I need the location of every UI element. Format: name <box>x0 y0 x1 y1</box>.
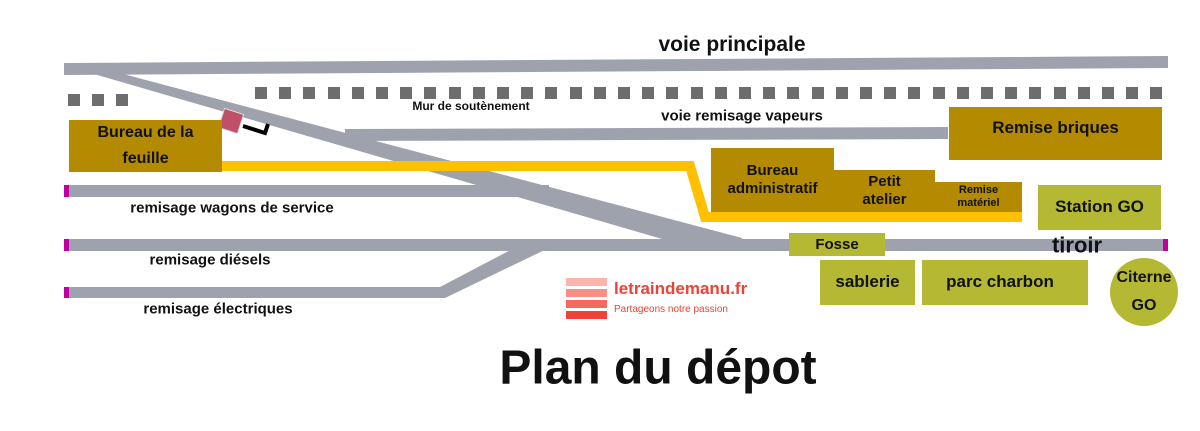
track-diesel <box>64 239 1168 251</box>
wall-segment <box>570 87 582 99</box>
label-diesel-track: remisage diésels <box>149 251 271 269</box>
fosse: Fosse <box>789 233 885 256</box>
wall-segment <box>352 87 364 99</box>
label-steam-track: voie remisage vapeurs <box>661 107 823 125</box>
wall-segment <box>860 87 872 99</box>
citerne-go-tank <box>1110 258 1178 326</box>
wall-segment <box>497 87 509 99</box>
wall-segment <box>424 87 436 99</box>
wall-segment <box>1102 87 1114 99</box>
track-wagons <box>64 185 549 197</box>
wall-segment <box>933 87 945 99</box>
wall-segment <box>666 87 678 99</box>
wall-segment <box>715 87 727 99</box>
wall-segment <box>279 87 291 99</box>
wall-segment <box>1029 87 1041 99</box>
track-main <box>64 56 1168 75</box>
logo-bar <box>566 300 607 308</box>
track-electric <box>64 245 555 298</box>
track-end-marker <box>1163 239 1168 251</box>
signal-box-icon <box>217 107 245 135</box>
wall-segment <box>400 87 412 99</box>
wall-segment <box>545 87 557 99</box>
remise-materiel: Remise matériel <box>935 182 1022 212</box>
yellow-path <box>222 161 1022 222</box>
label-electric-track: remisage électriques <box>143 300 293 318</box>
remise-briques: Remise briques <box>949 107 1162 160</box>
wall-segment <box>691 87 703 99</box>
logo-bar <box>566 278 607 286</box>
wall-segment <box>328 87 340 99</box>
track-end-marker <box>64 239 69 251</box>
wall-segment <box>303 87 315 99</box>
wall-segment <box>1126 87 1138 99</box>
track-steam <box>345 127 948 141</box>
wall-segment <box>449 87 461 99</box>
wall-segment <box>763 87 775 99</box>
wall-segment <box>68 94 80 106</box>
wall-segment <box>618 87 630 99</box>
wall-segment <box>739 87 751 99</box>
wall-segment <box>1054 87 1066 99</box>
wall-segment <box>884 87 896 99</box>
label-wagons-track: remisage wagons de service <box>130 199 334 217</box>
logo-tagline: Partageons notre passion <box>614 304 728 315</box>
wall-segment <box>836 87 848 99</box>
wall-segment <box>787 87 799 99</box>
logo-bar <box>566 311 607 319</box>
wall-segment <box>812 87 824 99</box>
station-go: Station GO <box>1038 185 1161 230</box>
logo-bar <box>566 289 607 297</box>
signal-lever-icon <box>242 123 270 136</box>
wall-segment <box>908 87 920 99</box>
wall-segment <box>473 87 485 99</box>
track-diagonal <box>80 70 742 250</box>
label-main-track: voie principale <box>658 32 806 56</box>
wall-segment <box>594 87 606 99</box>
bureau-administratif: Bureau administratif <box>711 148 834 212</box>
petit-atelier: Petit atelier <box>834 170 935 212</box>
bureau-de-la-feuille: Bureau de la feuille <box>69 120 222 172</box>
wall-segment <box>255 87 267 99</box>
wall-segment <box>1005 87 1017 99</box>
wall-segment <box>1150 87 1162 99</box>
page-title: Plan du dépot <box>499 341 817 395</box>
wall-segment <box>116 94 128 106</box>
citerne-go-label: Citerne GO <box>1116 269 1172 314</box>
track-end-marker <box>64 185 69 197</box>
wall-segment <box>957 87 969 99</box>
wall-segment <box>1078 87 1090 99</box>
wall-segment <box>521 87 533 99</box>
label-wall: Mur de soutènement <box>412 99 530 114</box>
sablerie: sablerie <box>820 260 915 305</box>
wall-segment <box>92 94 104 106</box>
wall-segment <box>376 87 388 99</box>
wall-segment <box>981 87 993 99</box>
track-end-marker <box>64 287 69 298</box>
logo-name: letraindemanu.fr <box>614 279 748 298</box>
wall-segment <box>642 87 654 99</box>
parc-charbon: parc charbon <box>922 260 1088 305</box>
retaining-wall <box>68 87 1162 106</box>
label-headshunt: tiroir <box>1051 232 1103 258</box>
